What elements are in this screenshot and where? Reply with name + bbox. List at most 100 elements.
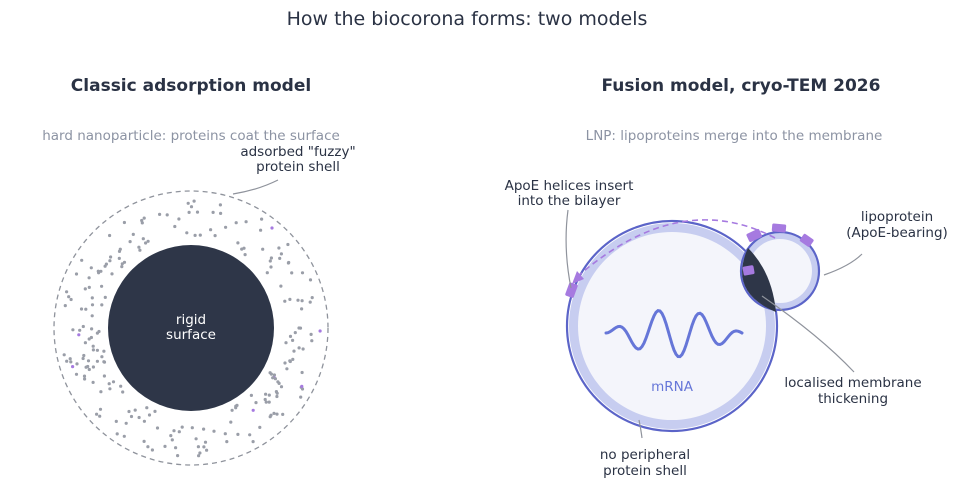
- protein-dot: [299, 395, 303, 399]
- protein-dot: [110, 272, 114, 276]
- apoe-helix: [746, 228, 762, 242]
- protein-dot: [95, 359, 99, 363]
- protein-dot: [74, 272, 79, 276]
- protein-dot: [63, 304, 67, 308]
- protein-dot: [65, 359, 69, 363]
- protein-dot: [288, 359, 292, 363]
- protein-dot: [176, 454, 180, 458]
- protein-dot: [300, 307, 304, 311]
- protein-dot: [177, 430, 181, 434]
- protein-dot: [107, 382, 111, 386]
- protein-dot: [144, 241, 148, 245]
- protein-dot: [146, 445, 150, 449]
- protein-dot: [190, 426, 194, 430]
- protein-dot: [77, 333, 81, 337]
- protein-dot: [261, 247, 265, 251]
- protein-dot: [82, 353, 86, 358]
- protein-dot: [310, 339, 314, 343]
- protein-dot: [91, 365, 95, 369]
- protein-dot: [219, 211, 223, 215]
- protein-dot: [281, 412, 285, 416]
- protein-dot: [83, 287, 87, 291]
- apoe-helix: [742, 265, 755, 276]
- no-shell-callout-leader: [638, 419, 643, 439]
- protein-dot: [98, 414, 102, 418]
- no-shell-callout-line2: protein shell: [603, 463, 687, 479]
- mrna-label: mRNA: [651, 379, 694, 395]
- protein-dot: [194, 437, 198, 441]
- protein-dot: [114, 419, 118, 423]
- protein-dot: [278, 256, 282, 260]
- protein-dot: [300, 387, 305, 391]
- protein-dot: [287, 260, 291, 265]
- protein-dot: [87, 367, 91, 372]
- protein-dot: [258, 425, 262, 429]
- protein-dot: [283, 299, 287, 303]
- protein-dot: [91, 380, 95, 384]
- protein-dot: [86, 359, 91, 363]
- protein-dot: [121, 390, 125, 394]
- protein-dot: [124, 421, 128, 425]
- no-shell-callout-line1: no peripheral: [600, 447, 690, 463]
- protein-dot: [196, 445, 200, 449]
- protein-dot: [100, 284, 104, 288]
- protein-dot: [213, 234, 217, 238]
- protein-dot: [273, 377, 277, 381]
- protein-dot: [119, 384, 123, 388]
- protein-dot: [240, 247, 244, 251]
- protein-dot: [146, 239, 150, 243]
- protein-dot: [87, 276, 91, 280]
- protein-dot: [91, 344, 95, 348]
- protein-dot: [265, 271, 269, 275]
- membrane-thickening-region: [742, 248, 776, 312]
- protein-dot: [81, 356, 85, 361]
- protein-dot: [269, 265, 273, 269]
- protein-dot: [263, 397, 267, 402]
- protein-dot: [269, 372, 273, 376]
- protein-dot: [264, 400, 268, 404]
- protein-dot: [234, 221, 238, 225]
- protein-dot: [202, 445, 206, 449]
- protein-dot: [122, 434, 126, 438]
- protein-dot: [268, 259, 272, 263]
- protein-dot: [169, 434, 173, 438]
- protein-shell-boundary: [53, 190, 329, 466]
- protein-dot: [120, 262, 124, 266]
- protein-dot: [290, 271, 294, 275]
- apoe-callout-line1: ApoE helices insert: [505, 178, 634, 194]
- protein-dot: [79, 307, 84, 311]
- protein-dot: [308, 278, 313, 282]
- protein-dot: [69, 297, 73, 302]
- protein-dot: [129, 414, 134, 419]
- protein-dot: [81, 324, 85, 329]
- thickening-callout-line2: thickening: [818, 391, 888, 407]
- protein-dot: [102, 349, 106, 353]
- protein-dot: [65, 290, 69, 294]
- protein-dot: [62, 353, 66, 357]
- protein-dot: [108, 259, 112, 263]
- protein-dot: [84, 365, 88, 369]
- protein-dot: [279, 252, 283, 256]
- protein-dot: [128, 240, 132, 244]
- protein-dot: [283, 361, 287, 365]
- protein-dot: [83, 341, 87, 345]
- protein-dot: [236, 241, 240, 245]
- protein-dot: [309, 332, 313, 336]
- protein-dot: [120, 265, 124, 269]
- protein-dot: [180, 425, 184, 429]
- protein-dot: [286, 242, 290, 247]
- protein-dot: [205, 448, 209, 452]
- protein-dot: [69, 360, 73, 364]
- protein-dot: [133, 408, 137, 412]
- protein-dot: [269, 256, 273, 260]
- protein-dot: [67, 295, 71, 299]
- protein-dot: [140, 221, 144, 225]
- protein-dot: [234, 404, 238, 408]
- protein-dot: [185, 231, 189, 235]
- protein-dot: [264, 392, 268, 396]
- protein-dot: [272, 411, 276, 415]
- protein-dot: [155, 426, 160, 430]
- protein-dot: [78, 328, 82, 332]
- protein-dot: [288, 297, 292, 301]
- protein-dot: [297, 346, 301, 350]
